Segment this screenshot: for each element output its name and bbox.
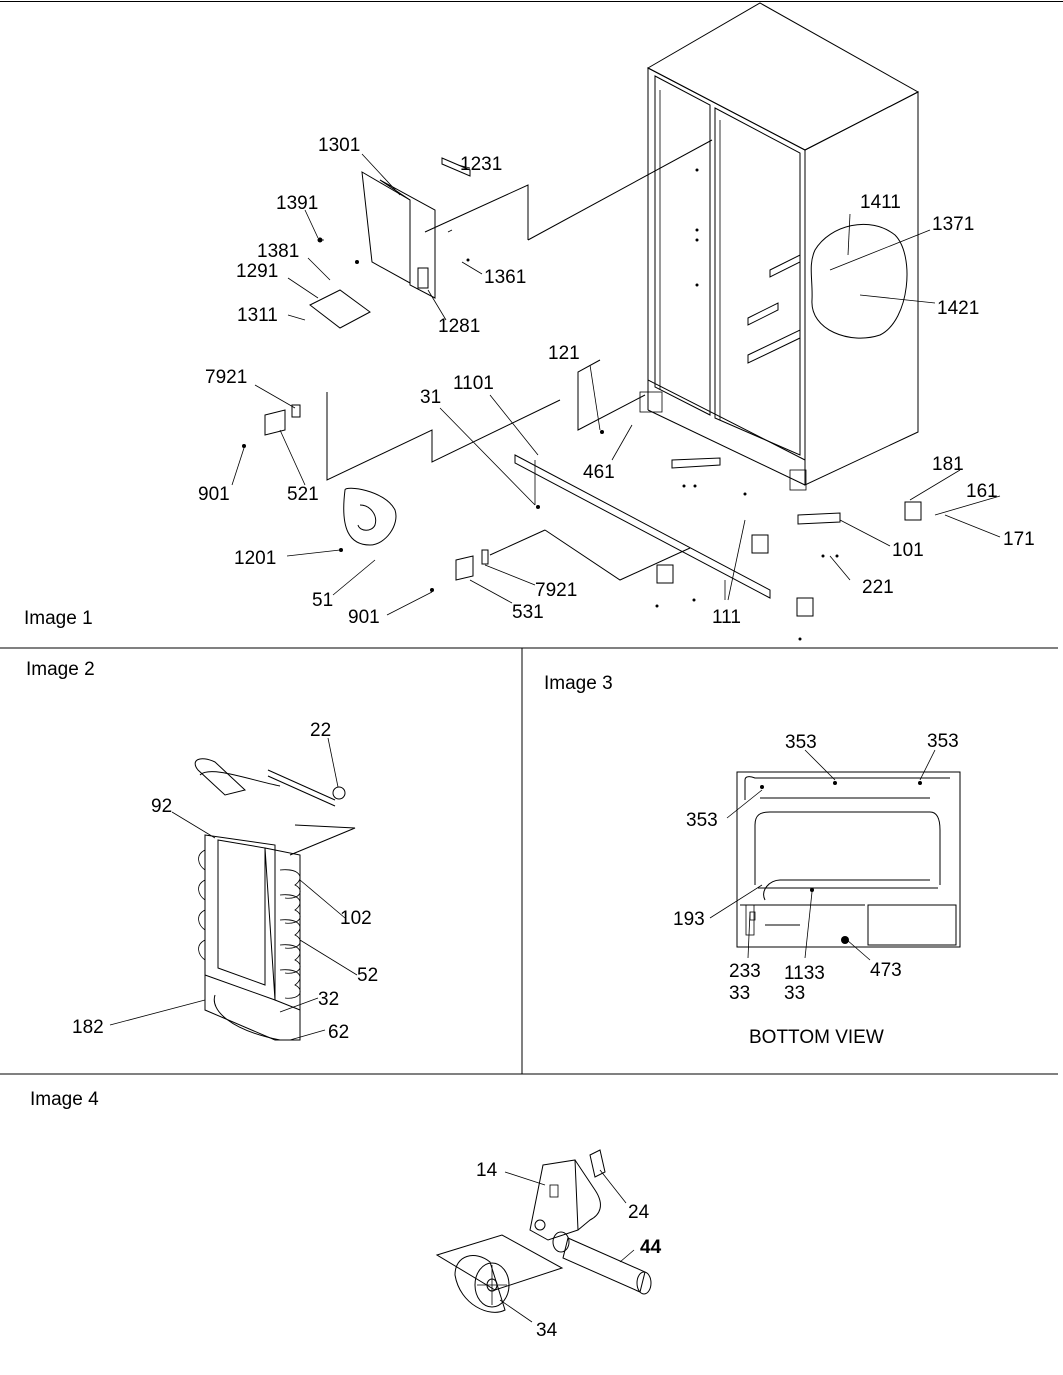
callout-181: 181 [932,454,964,475]
callout-1411: 1411 [860,192,901,213]
callout-1291: 1291 [236,261,278,282]
callout-353-c: 353 [686,810,718,831]
front-rail [514,454,771,600]
image4-callouts: 14 24 44 34 [476,1160,662,1341]
image1-leaders [231,153,1001,616]
callout-32: 32 [318,989,339,1010]
callout-7921-a: 7921 [205,367,247,388]
callout-62: 62 [328,1022,349,1043]
callout-33-a: 33 [729,983,750,1004]
callout-44: 44 [640,1237,662,1258]
callout-233: 233 [729,961,761,982]
refrigerator-cabinet [639,2,920,525]
image4-leaders [499,1169,635,1323]
callout-1101: 1101 [453,373,494,394]
callout-1281: 1281 [438,316,480,337]
evaporator-coil [194,758,356,1041]
callout-34: 34 [536,1320,558,1341]
panel-label-image1: Image 1 [24,608,93,629]
callout-1391: 1391 [276,193,318,214]
callout-1361: 1361 [484,267,526,288]
callout-1133: 1133 [784,963,825,984]
callout-1301: 1301 [318,135,360,156]
panel-label-image4: Image 4 [30,1089,99,1110]
callout-901-a: 901 [198,484,230,505]
callout-182: 182 [72,1017,104,1038]
callout-1231: 1231 [460,154,502,175]
image2-callouts: 22 92 102 52 32 182 62 [72,720,378,1043]
roller-assembly [435,1149,652,1313]
bottom-view-drawing [736,771,961,948]
callout-31: 31 [420,387,441,408]
bottom-view-caption: BOTTOM VIEW [749,1027,884,1048]
image3-callouts: 353 353 353 193 233 33 1133 33 473 [673,731,959,1004]
callout-161: 161 [966,481,998,502]
callout-102: 102 [340,908,372,929]
callout-473: 473 [870,960,902,981]
callout-171: 171 [1003,529,1035,550]
upper-bracket-assembly [309,157,471,329]
drain-tube [343,487,397,546]
panel-label-image2: Image 2 [26,659,95,680]
callout-1381: 1381 [257,241,299,262]
coil-fins [198,849,301,999]
callout-353-a: 353 [785,732,817,753]
callout-14: 14 [476,1160,498,1181]
callout-1371: 1371 [932,214,974,235]
callout-22: 22 [310,720,331,741]
rollers [656,501,922,617]
callout-353-b: 353 [927,731,959,752]
callout-521: 521 [287,484,319,505]
callout-111: 111 [712,607,741,628]
panel-label-image3: Image 3 [544,673,613,694]
callout-221: 221 [862,577,894,598]
hardware-dots [242,430,839,641]
image2-leaders [109,737,358,1041]
callout-101: 101 [892,540,924,561]
callout-51: 51 [312,590,333,611]
callout-1201: 1201 [234,548,276,569]
callout-1421: 1421 [937,298,979,319]
image3-leaders [709,749,936,961]
image1-callouts: 1301 1231 1391 1381 1291 1361 1311 1281 … [198,135,1035,628]
callout-24: 24 [628,1202,650,1223]
callout-121: 121 [548,343,580,364]
callout-193: 193 [673,909,705,930]
callout-901-b: 901 [348,607,380,628]
callout-52: 52 [357,965,378,986]
callout-33-b: 33 [784,983,805,1004]
left-hinge-brackets [264,404,489,581]
callout-1311: 1311 [237,305,278,326]
callout-531: 531 [512,602,544,623]
callout-92: 92 [151,796,172,817]
panel-dividers [0,1,1063,1075]
callout-461: 461 [583,462,615,483]
callout-7921-b: 7921 [535,580,577,601]
cabinet-back-lines [326,139,713,581]
